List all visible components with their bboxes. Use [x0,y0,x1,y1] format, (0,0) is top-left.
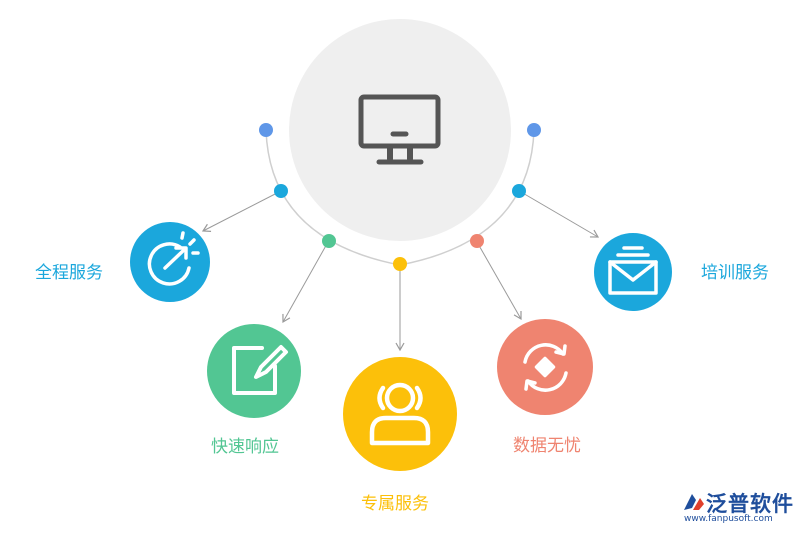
arrow-to-quick-response [282,241,329,324]
brand-url: www.fanpusoft.com [684,514,773,524]
brand-logo: 泛普软件 www.fanpusoft.com [680,488,804,528]
arc-dot [512,184,526,198]
arc-dot [322,234,336,248]
edit-icon [232,345,288,395]
arrow-to-data-security [476,241,522,321]
quick-response-circle [207,324,301,418]
center-circle [289,19,511,241]
arc-dot [274,184,288,198]
arrow-to-training-service [520,191,600,238]
arc-dot [259,123,273,137]
brand-mark-icon [684,494,704,510]
arc-dot [470,234,484,248]
dedicated-service-circle [343,357,457,471]
dedicated-service-label: 专属服务 [361,494,429,514]
user-icon [369,382,431,446]
training-service-label: 培训服务 [701,263,769,283]
arc-dot [393,257,407,271]
monitor-icon [358,94,441,165]
full-service-label: 全程服务 [35,263,103,283]
data-security-label: 数据无忧 [513,436,581,456]
mail-icon [608,246,658,295]
clock-arrow-icon [147,231,200,286]
arc-dot [527,123,541,137]
refresh-icon [523,343,568,392]
quick-response-label: 快速响应 [211,437,279,457]
arrow-to-full-service [201,191,280,232]
brand-name: 泛普软件 [706,492,794,516]
training-service-circle [594,233,672,311]
